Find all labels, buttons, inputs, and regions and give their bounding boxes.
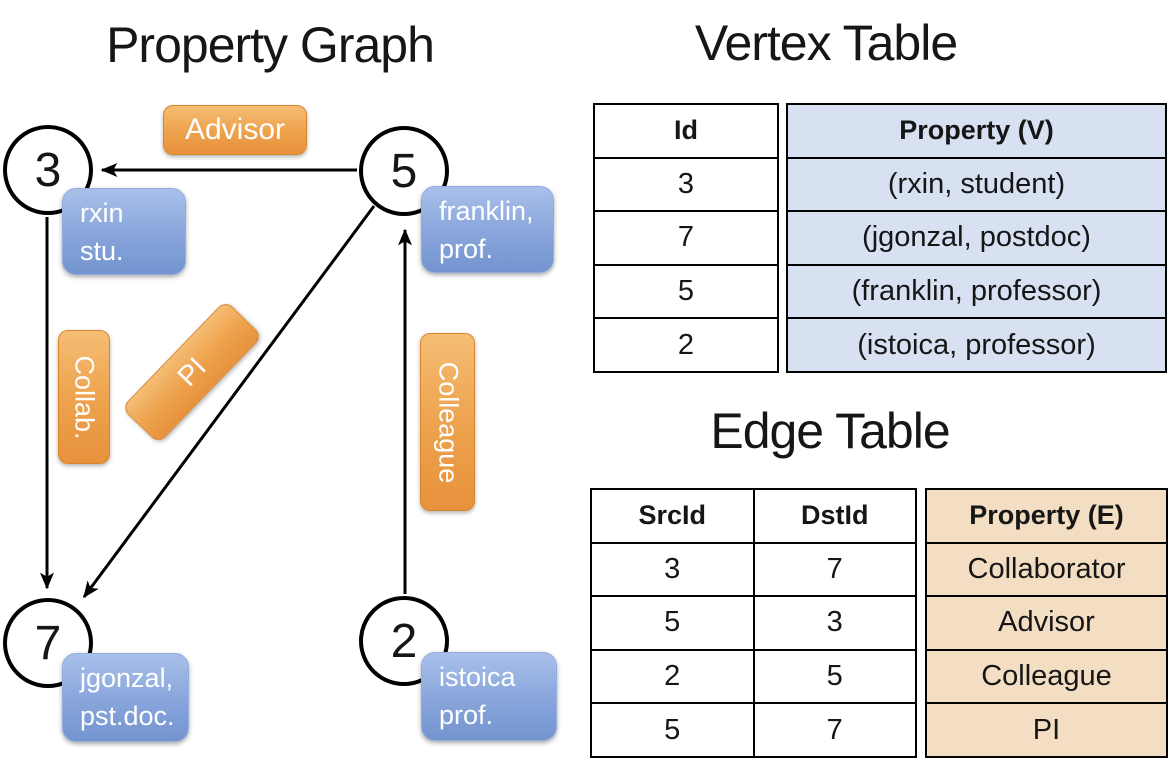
vertex-table-id-column: Id 3 7 5 2: [593, 103, 779, 373]
table-cell: 3: [677, 167, 695, 200]
table-cell: (franklin, professor): [851, 275, 1102, 308]
table-cell: (rxin, student): [887, 167, 1066, 200]
vertex-property-line: prof.: [439, 700, 494, 730]
graph-node-5: 5: [359, 126, 449, 216]
table-cell: 7: [677, 221, 695, 254]
column-header-id: Id: [674, 115, 698, 146]
node-id-label: 3: [34, 143, 62, 197]
vertex-property-line: franklin,: [439, 196, 534, 226]
edge-table-id-columns: SrcId DstId 3 7 5 3 2 5 5 7: [590, 488, 917, 758]
table-row: 5 3: [592, 595, 915, 649]
node-id-label: 2: [390, 614, 418, 668]
table-row: 5 7: [592, 702, 915, 756]
vertex-property-line: istoica: [439, 662, 516, 692]
table-cell: Collaborator: [967, 552, 1126, 585]
table-cell: 2: [677, 328, 695, 361]
table-row: (franklin, professor): [788, 263, 1165, 318]
table-cell: 5: [677, 275, 695, 308]
table-row: (rxin, student): [788, 156, 1165, 211]
table-header-row: Property (E): [927, 490, 1166, 542]
table-cell: 3: [752, 597, 916, 649]
table-row: 2: [595, 317, 777, 371]
table-row: 2 5: [592, 648, 916, 703]
table-row: PI: [927, 702, 1166, 756]
edge-table-property-column: Property (E) Collaborator Advisor Collea…: [925, 488, 1168, 758]
edge-label-advisor: Advisor: [163, 105, 307, 155]
table-row: (istoica, professor): [788, 317, 1165, 371]
graph-edges-layer: [40, 163, 412, 599]
column-header-property-e: Property (E): [969, 500, 1124, 531]
vertex-table-property-column: Property (V) (rxin, student) (jgonzal, p…: [786, 103, 1167, 373]
table-cell: 5: [752, 650, 916, 703]
vertex-property-line: jgonzal,: [80, 663, 174, 693]
table-cell: 5: [664, 713, 681, 746]
table-header-row: Property (V): [788, 105, 1165, 157]
table-header-row: Id: [595, 105, 777, 157]
edge-label-collab: Collab.: [58, 330, 110, 464]
edge-label-text: Collab.: [69, 354, 100, 440]
column-header-dstid: DstId: [752, 490, 916, 542]
edge-label-text: Colleague: [433, 361, 463, 483]
vertex-property-line: stu.: [80, 236, 124, 266]
edge-label-text: PI: [171, 351, 212, 392]
graph-title: Property Graph: [106, 17, 435, 73]
table-cell: 7: [752, 704, 916, 756]
column-header-property-v: Property (V): [899, 115, 1054, 146]
table-cell: 2: [664, 660, 681, 693]
node-id-label: 5: [390, 144, 418, 198]
table-cell: (jgonzal, postdoc): [862, 221, 1091, 254]
table-cell: Colleague: [981, 660, 1112, 693]
table-row: Advisor: [927, 595, 1166, 649]
table-row: 3 7: [592, 541, 916, 596]
vertex-property-line: rxin: [80, 198, 124, 228]
edge-table-title: Edge Table: [710, 403, 950, 459]
table-row: Colleague: [927, 648, 1166, 703]
vertex-property-box-3: rxin stu.: [62, 188, 186, 275]
table-row: 7: [595, 210, 777, 264]
table-cell: 5: [664, 606, 681, 639]
edge-label-text: Advisor: [184, 113, 286, 146]
table-row: 5: [595, 263, 777, 318]
table-row: (jgonzal, postdoc): [788, 210, 1165, 264]
table-row: 3: [595, 156, 777, 211]
vertex-property-line: pst.doc.: [80, 701, 175, 731]
edge-arrow-5-to-7: [82, 205, 376, 599]
vertex-property-box-7: jgonzal, pst.doc.: [62, 653, 189, 742]
node-id-label: 7: [34, 616, 62, 670]
table-cell: (istoica, professor): [857, 328, 1096, 361]
graph-node-2: 2: [359, 596, 449, 686]
edge-label-colleague: Colleague: [420, 333, 475, 511]
vertex-property-box-2: istoica prof.: [421, 652, 557, 741]
vertex-table-title: Vertex Table: [694, 15, 958, 71]
vertex-property-line: prof.: [439, 234, 494, 264]
vertex-property-box-5: franklin, prof.: [421, 186, 554, 273]
column-header-srcid: SrcId: [638, 500, 707, 531]
table-cell: 3: [664, 552, 681, 585]
table-cell: 7: [752, 543, 916, 596]
table-header-row: SrcId DstId: [592, 490, 915, 542]
table-row: Collaborator: [927, 541, 1166, 596]
table-cell: PI: [1032, 713, 1061, 746]
table-cell: Advisor: [998, 606, 1095, 639]
